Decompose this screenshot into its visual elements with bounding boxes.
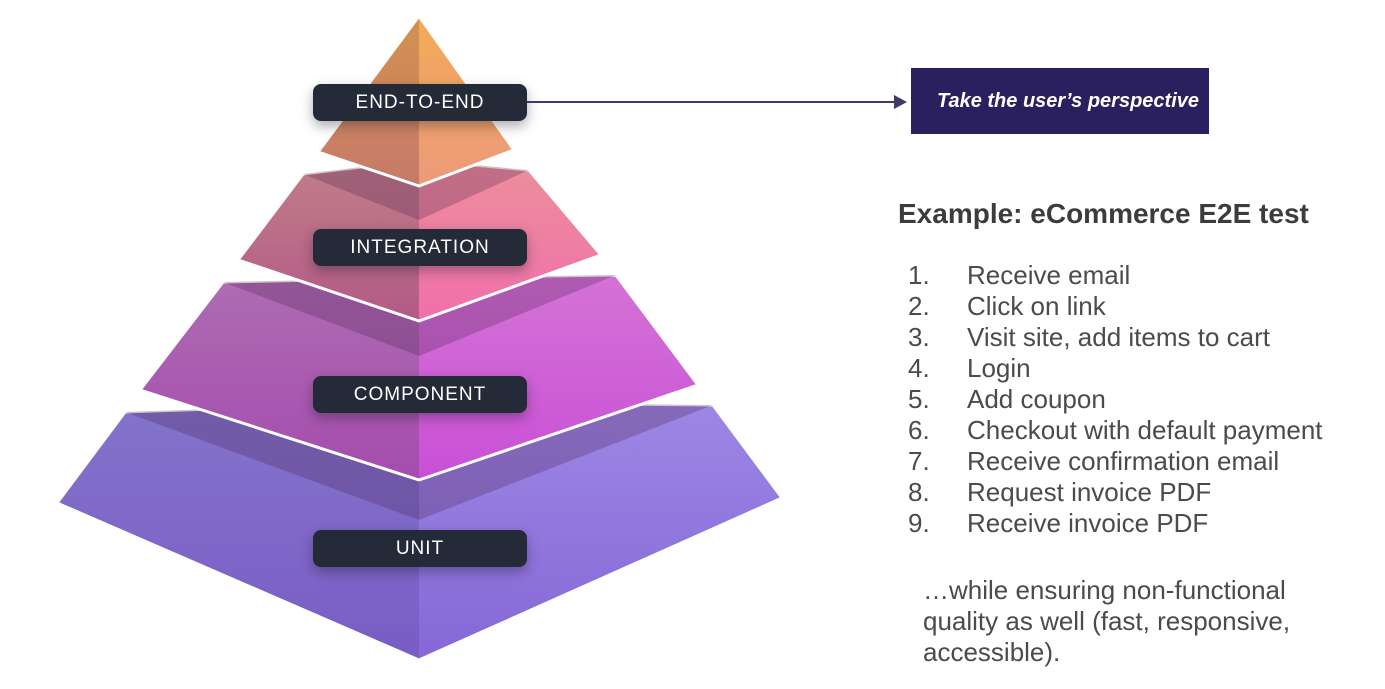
e2e-step-item: 2. Click on link [908, 291, 1323, 322]
step-number: 6. [908, 415, 930, 445]
step-text: Visit site, add items to cart [967, 322, 1270, 352]
e2e-step-item: 8. Request invoice PDF [908, 477, 1323, 508]
step-text: Receive email [967, 260, 1131, 290]
step-number: 8. [908, 477, 930, 507]
level-label-unit: UNIT [313, 530, 527, 567]
step-text: Login [967, 353, 1031, 383]
step-text: Add coupon [967, 384, 1106, 414]
step-number: 9. [908, 508, 930, 538]
step-text: Request invoice PDF [967, 477, 1212, 507]
step-number: 1. [908, 260, 930, 290]
example-heading: Example: eCommerce E2E test [898, 198, 1309, 229]
level-label-end-to-end: END-TO-END [313, 84, 527, 121]
step-number: 7. [908, 446, 930, 476]
step-text: Receive invoice PDF [967, 508, 1209, 538]
e2e-step-item: 3. Visit site, add items to cart [908, 322, 1323, 353]
callout-box: Take the user’s perspective [911, 68, 1209, 134]
callout-text: Take the user’s perspective [937, 89, 1199, 112]
e2e-step-item: 7. Receive confirmation email [908, 446, 1323, 477]
step-number: 3. [908, 322, 930, 352]
step-number: 4. [908, 353, 930, 383]
callout-arrow-line [527, 101, 897, 103]
e2e-steps-list: 1. Receive email 2. Click on link 3. Vis… [908, 260, 1323, 539]
step-number: 2. [908, 291, 930, 321]
callout-arrow-head-icon [894, 95, 907, 109]
non-functional-note: …while ensuring non-functional quality a… [923, 575, 1291, 667]
e2e-step-item: 6. Checkout with default payment [908, 415, 1323, 446]
step-number: 5. [908, 384, 930, 414]
e2e-step-item: 5. Add coupon [908, 384, 1323, 415]
e2e-step-item: 4. Login [908, 353, 1323, 384]
level-label-component: COMPONENT [313, 376, 527, 413]
e2e-step-item: 1. Receive email [908, 260, 1323, 291]
step-text: Click on link [967, 291, 1106, 321]
level-label-integration: INTEGRATION [313, 229, 527, 266]
step-text: Receive confirmation email [967, 446, 1280, 476]
e2e-step-item: 9. Receive invoice PDF [908, 508, 1323, 539]
step-text: Checkout with default payment [967, 415, 1323, 445]
